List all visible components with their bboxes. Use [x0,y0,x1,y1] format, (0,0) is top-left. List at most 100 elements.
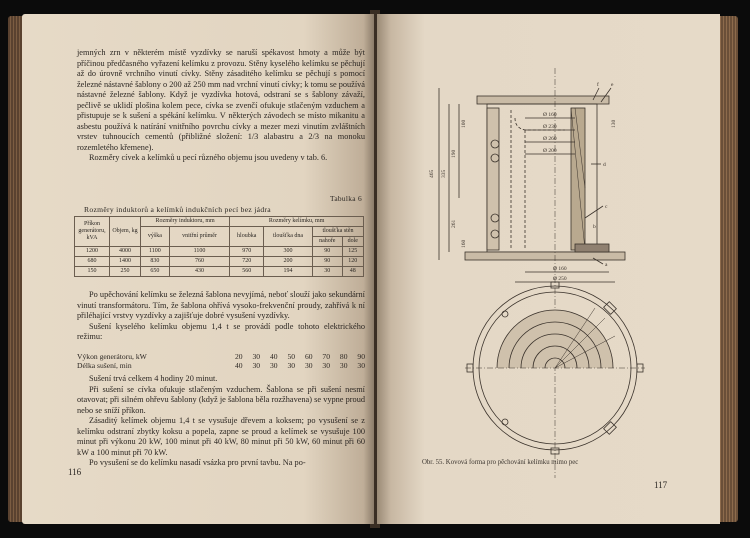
drawing-letter: c [605,204,608,210]
dimension-label: 261 [451,220,457,229]
table-header: Objem, kg [109,216,141,247]
table-cell: 90 [311,246,343,257]
paragraph: jemných zrn v některém místě vyzdívky se… [77,48,365,152]
schedule-label: Délka sušení, min [77,361,132,370]
schedule-value: 30 [252,352,261,361]
left-page-edges [8,16,24,522]
schedule-value: 40 [269,352,278,361]
schedule-row: Délka sušení, min 40 30 30 30 30 30 30 3… [77,361,365,370]
table-cell: 830 [140,256,170,267]
schedule-value: 90 [357,352,365,361]
table-header: Rozměry induktoru, mm [139,216,231,227]
drying-schedule: Výkon generátoru, kW 20 30 40 50 60 70 8… [77,352,365,370]
schedule-row: Výkon generátoru, kW 20 30 40 50 60 70 8… [77,352,365,361]
schedule-value: 70 [322,352,331,361]
table-cell: 30 [311,266,343,277]
dimension-label: 130 [611,120,617,129]
dimension-label: 190 [451,150,457,159]
table-header: vnitřní průměr [168,226,231,247]
table-cell: 90 [311,256,343,267]
table-cell: 300 [263,246,313,257]
paragraph: Rozměry cívek a kelímků u pecí různého o… [89,153,328,162]
figure-caption: Obr. 55. Kovová forma pro pěchování kelí… [422,459,579,466]
dimension-label: 100 [461,120,467,129]
drawing-letter: d [603,162,606,168]
schedule-value: 20 [235,352,243,361]
table-cell: 150 [74,266,110,277]
schedule-value: 30 [322,361,331,370]
schedule-value: 30 [252,361,261,370]
table-cell: 760 [168,256,231,267]
table-row: 680 1400 830 760 720 200 90 120 [74,256,365,267]
table-cell: 125 [341,246,365,257]
table-cell: 680 [74,256,110,267]
dimension-label: 335 [441,170,447,179]
schedule-value: 60 [304,352,313,361]
paragraph: Po upěchování kelímku se železná šablona… [77,290,365,320]
table-header: výška [140,226,170,247]
left-wall [486,107,500,251]
table-header: Příkon generátoru, kVA [74,216,110,247]
top-flange [476,95,610,105]
right-page: 465 335 190 261 100 160 130 Ø 160 Ø 230 … [377,14,720,524]
left-text-bottom: Sušení trvá celkem 4 hodiny 20 minut. Př… [77,374,365,469]
left-text-top: jemných zrn v některém místě vyzdívky se… [77,48,365,164]
table-cell: 970 [229,246,265,257]
table-header: tloušťka dna [263,226,313,247]
crucible-mold-drawing: 465 335 190 261 100 160 130 Ø 160 Ø 230 … [429,68,645,478]
table-cell: 1100 [168,246,231,257]
schedule-value: 30 [287,361,296,370]
dimension-label: Ø 230 [543,124,557,130]
dimension-label: Ø 160 [543,112,557,118]
table-header: Rozměry kelímku, mm [229,216,364,227]
table-header: nahoře [311,236,343,247]
page-number-right: 117 [654,480,668,490]
table-header: hloubka [229,226,265,247]
table-row: 1200 4000 1100 1100 970 300 90 125 [74,246,365,257]
dimension-label: Ø 250 [553,276,567,282]
table-cell: 4000 [109,246,141,257]
drawing-letter: b [593,224,596,230]
drawing-letter: f [597,81,599,88]
table-header: dole [341,236,365,247]
table-cell: 430 [168,266,231,277]
table-cell: 560 [229,266,265,277]
paragraph: Sušení trvá celkem 4 hodiny 20 minut. [89,374,218,383]
dimension-label: Ø 200 [543,148,557,154]
dimension-label: 465 [429,170,435,179]
schedule-value: 50 [287,352,296,361]
dimension-label: Ø 160 [553,266,567,272]
drawing-letter: e [611,82,614,88]
table-cell: 250 [109,266,141,277]
base-plate [464,251,626,261]
dimension-label: Ø 260 [543,136,557,142]
schedule-value: 30 [304,361,313,370]
table-cell: 194 [263,266,313,277]
table-cell: 200 [263,256,313,267]
table-cell: 650 [140,266,170,277]
paragraph: Sušení kyselého kelímku objemu 1,4 t se … [77,321,365,342]
table-row: 150 250 650 430 560 194 30 48 [74,266,365,277]
table-cell: 1200 [74,246,110,257]
table-title: Rozměry induktorů a kelímků indukčních p… [84,205,271,214]
table-cell: 1400 [109,256,141,267]
paragraph: Zásaditý kelímek objemu 1,4 t se vysušuj… [77,416,365,457]
table-cell: 1100 [140,246,170,257]
dimensions-table: Příkon generátoru, kVA Objem, kg Rozměry… [74,216,365,277]
table-cell: 120 [341,256,365,267]
book-spine [370,10,380,528]
page-number-left: 116 [68,467,82,477]
table-label: Tabulka 6 [330,194,362,203]
schedule-value: 40 [235,361,243,370]
left-page: jemných zrn v některém místě vyzdívky se… [22,14,374,524]
schedule-value: 30 [339,361,348,370]
paragraph: Při sušení se cívka ofukuje stlačeným vz… [77,384,365,415]
schedule-value: 80 [339,352,348,361]
left-text-middle: Po upěchování kelímku se železná šablona… [77,290,365,343]
paragraph: Po vysušení se do kelímku nasadí vsázka … [89,458,306,467]
schedule-value: 30 [357,361,365,370]
drawing-letter: a [605,262,608,268]
right-page-edges [718,16,738,522]
table-header: tloušťka stěn [311,226,365,237]
schedule-label: Výkon generátoru, kW [77,352,147,361]
